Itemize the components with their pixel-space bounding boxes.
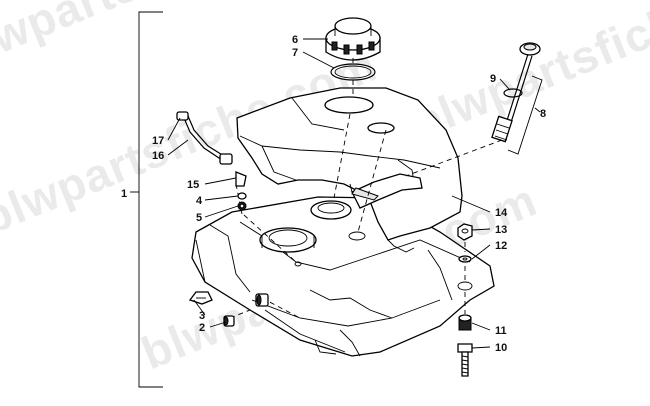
callout-1: 1 [121,188,127,200]
callout-4: 4 [196,195,203,207]
fuel-tank [191,196,495,357]
assembly-bracket [138,11,163,388]
cap-gasket-inner [334,65,372,79]
callout-13: 13 [495,224,507,236]
fuel-sender [491,42,543,155]
callout-9: 9 [490,73,496,85]
callout-5: 5 [196,212,202,224]
callout-10: 10 [495,342,507,354]
sender-o-ring [503,88,523,98]
fuel-cap [325,17,381,61]
drain-parts [188,291,269,327]
callout-labels: 1 2 3 4 5 6 7 8 9 10 11 12 13 14 15 16 1… [121,34,546,354]
callout-11: 11 [495,325,507,337]
callout-17: 17 [152,135,164,147]
tank-cover [236,87,463,253]
callout-8: 8 [540,108,546,120]
callout-6: 6 [292,34,298,46]
callout-12: 12 [495,240,507,252]
callout-7: 7 [292,47,298,59]
vent-fitting [235,171,247,211]
callout-15: 15 [187,179,199,191]
leader-lines [167,38,541,349]
callout-16: 16 [152,150,164,162]
callout-2: 2 [199,322,205,334]
callout-3: 3 [199,310,205,322]
mounting-hardware [457,223,473,377]
callout-14: 14 [495,207,508,219]
